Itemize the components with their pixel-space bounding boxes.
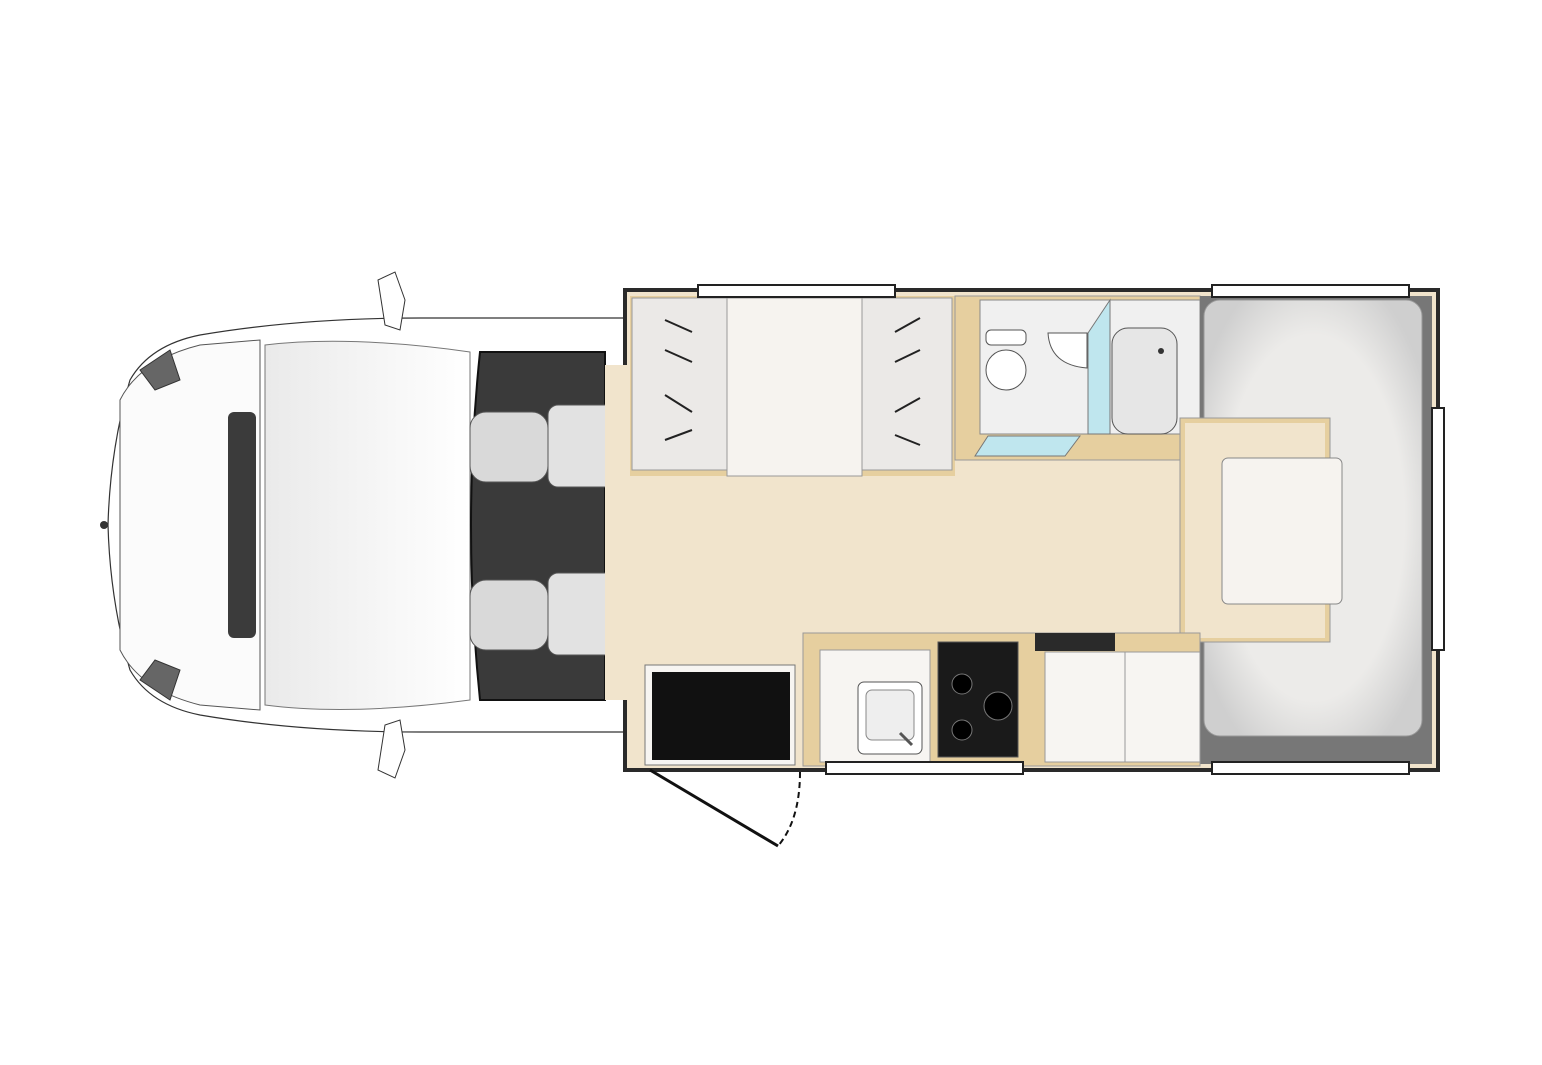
grille [228,412,256,638]
seat-icon [469,572,627,656]
basin-icon[interactable] [1047,332,1088,369]
mirror-top[interactable] [377,271,406,331]
bathroom [954,295,1201,461]
fridge-icon[interactable] [644,664,796,766]
bench-right [861,297,953,471]
cupboard[interactable] [1124,651,1201,763]
bench-left [631,297,728,471]
vehicle-cab-icon [100,271,625,779]
table-icon[interactable] [726,297,863,477]
seat-icon [469,404,627,488]
mirror-bottom[interactable] [377,719,406,779]
bed-icon[interactable] [1179,296,1432,764]
dinette [630,296,955,477]
emblem [100,521,108,529]
window-icon[interactable] [1211,284,1410,298]
bath-mat [974,435,1081,457]
sink-icon[interactable] [857,681,923,755]
cooktop-icon[interactable] [937,641,1019,758]
toilet-icon[interactable] [985,329,1027,391]
window-icon[interactable] [825,761,1024,775]
headlight-top [139,349,181,391]
kitchen [802,632,1201,767]
window-icon[interactable] [1211,761,1410,775]
window-icon[interactable] [697,284,896,298]
shower-icon[interactable] [1111,327,1178,435]
hood [264,340,471,710]
window-icon[interactable] [1431,407,1445,651]
rear-table[interactable] [1221,457,1343,605]
headlight-bottom [139,659,181,701]
shower-drain [1158,348,1164,354]
cabinet-top [1035,633,1115,651]
cabinet[interactable] [1044,651,1126,763]
door-icon[interactable] [649,768,801,848]
shower-screen [1087,298,1111,435]
